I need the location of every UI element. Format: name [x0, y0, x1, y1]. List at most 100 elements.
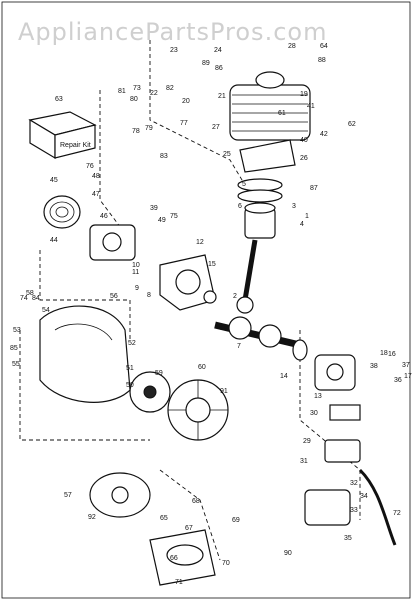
callout-21: 21: [218, 93, 226, 100]
callout-41: 41: [307, 103, 315, 110]
callout-2: 2: [233, 293, 237, 300]
callout-77: 77: [180, 120, 188, 127]
callout-66: 66: [170, 555, 178, 562]
callout-24: 24: [214, 47, 222, 54]
callout-34: 34: [360, 493, 368, 500]
callout-80: 80: [130, 96, 138, 103]
callout-73: 73: [133, 85, 141, 92]
callout-92: 92: [88, 514, 96, 521]
callout-9: 9: [135, 285, 139, 292]
callout-40: 40: [300, 137, 308, 144]
callout-27: 27: [212, 124, 220, 131]
callout-85: 85: [10, 345, 18, 352]
callout-46: 46: [100, 213, 108, 220]
callout-45: 45: [50, 177, 58, 184]
callout-42: 42: [320, 131, 328, 138]
callout-86: 86: [215, 65, 223, 72]
carburetor-body: [304, 489, 351, 526]
callout-16: 16: [388, 351, 396, 358]
callout-22: 22: [150, 90, 158, 97]
callout-43: 43: [218, 325, 226, 332]
fuel-line: [358, 468, 397, 546]
flywheel: [129, 371, 171, 413]
callout-32: 32: [350, 480, 358, 487]
callout-56: 56: [110, 293, 118, 300]
callout-71: 71: [175, 579, 183, 586]
callout-70: 70: [222, 560, 230, 567]
callout-51: 51: [126, 365, 134, 372]
starter-assembly: [89, 472, 151, 518]
callout-37: 37: [402, 362, 410, 369]
callout-57: 57: [64, 492, 72, 499]
callout-4: 4: [300, 221, 304, 228]
callout-38: 38: [370, 363, 378, 370]
callout-81: 81: [118, 88, 126, 95]
callout-25: 25: [223, 151, 231, 158]
callout-60: 60: [198, 364, 206, 371]
callout-26: 26: [300, 155, 308, 162]
callout-82: 82: [166, 85, 174, 92]
callout-18: 18: [380, 350, 388, 357]
callout-28: 28: [288, 43, 296, 50]
assembly-line: [19, 330, 150, 441]
callout-50: 50: [126, 382, 134, 389]
piston-ring: [237, 189, 283, 203]
callout-68: 68: [192, 498, 200, 505]
callout-20: 20: [182, 98, 190, 105]
intake-block: [324, 439, 361, 463]
callout-75: 75: [170, 213, 178, 220]
callout-31: 31: [300, 458, 308, 465]
callout-30: 30: [310, 410, 318, 417]
callout-88: 88: [318, 57, 326, 64]
callout-67: 67: [185, 525, 193, 532]
callout-19: 19: [300, 91, 308, 98]
callout-69: 69: [232, 517, 240, 524]
callout-47: 47: [92, 191, 100, 198]
callout-15: 15: [208, 261, 216, 268]
callout-36: 36: [394, 377, 402, 384]
callout-55: 55: [12, 361, 20, 368]
callout-13: 13: [314, 393, 322, 400]
callout-29: 29: [303, 438, 311, 445]
callout-54: 54: [42, 307, 50, 314]
callout-10: 10: [132, 262, 140, 269]
carburetor: [89, 224, 136, 261]
callout-63: 63: [55, 96, 63, 103]
callout-1: 1: [305, 213, 309, 220]
gasket: [239, 139, 296, 173]
callout-62: 62: [348, 121, 356, 128]
callout-78: 78: [132, 128, 140, 135]
callout-74: 74: [20, 295, 28, 302]
watermark: AppliancePartsPros.com: [18, 18, 328, 46]
callout-72: 72: [393, 510, 401, 517]
assembly-line: [39, 250, 131, 340]
callout-14: 14: [280, 373, 288, 380]
cylinder: [229, 71, 311, 141]
callout-23: 23: [170, 47, 178, 54]
callout-33: 33: [350, 507, 358, 514]
callout-61: 61: [278, 110, 286, 117]
callout-76: 76: [86, 163, 94, 170]
callout-8: 8: [147, 292, 151, 299]
callout-17: 17: [404, 373, 412, 380]
callout-58: 58: [26, 290, 34, 297]
callout-84: 84: [32, 295, 40, 302]
kit-label: Repair Kit: [60, 142, 91, 149]
callout-52: 52: [128, 340, 136, 347]
callout-44: 44: [50, 237, 58, 244]
fan-rotor: [167, 379, 229, 441]
callout-5: 5: [242, 181, 246, 188]
callout-11: 11: [132, 269, 139, 276]
fan-housing: [39, 305, 131, 403]
callout-64: 64: [320, 43, 328, 50]
callout-49: 49: [158, 217, 166, 224]
connecting-rod: [236, 239, 258, 314]
gasket-plate: [329, 404, 361, 421]
crankcase-right: [314, 354, 356, 391]
callout-48: 48: [92, 173, 100, 180]
callout-65: 65: [160, 515, 168, 522]
callout-91: 91: [220, 388, 228, 395]
repair-kit-box: Repair Kit: [28, 111, 97, 160]
callout-87: 87: [310, 185, 318, 192]
